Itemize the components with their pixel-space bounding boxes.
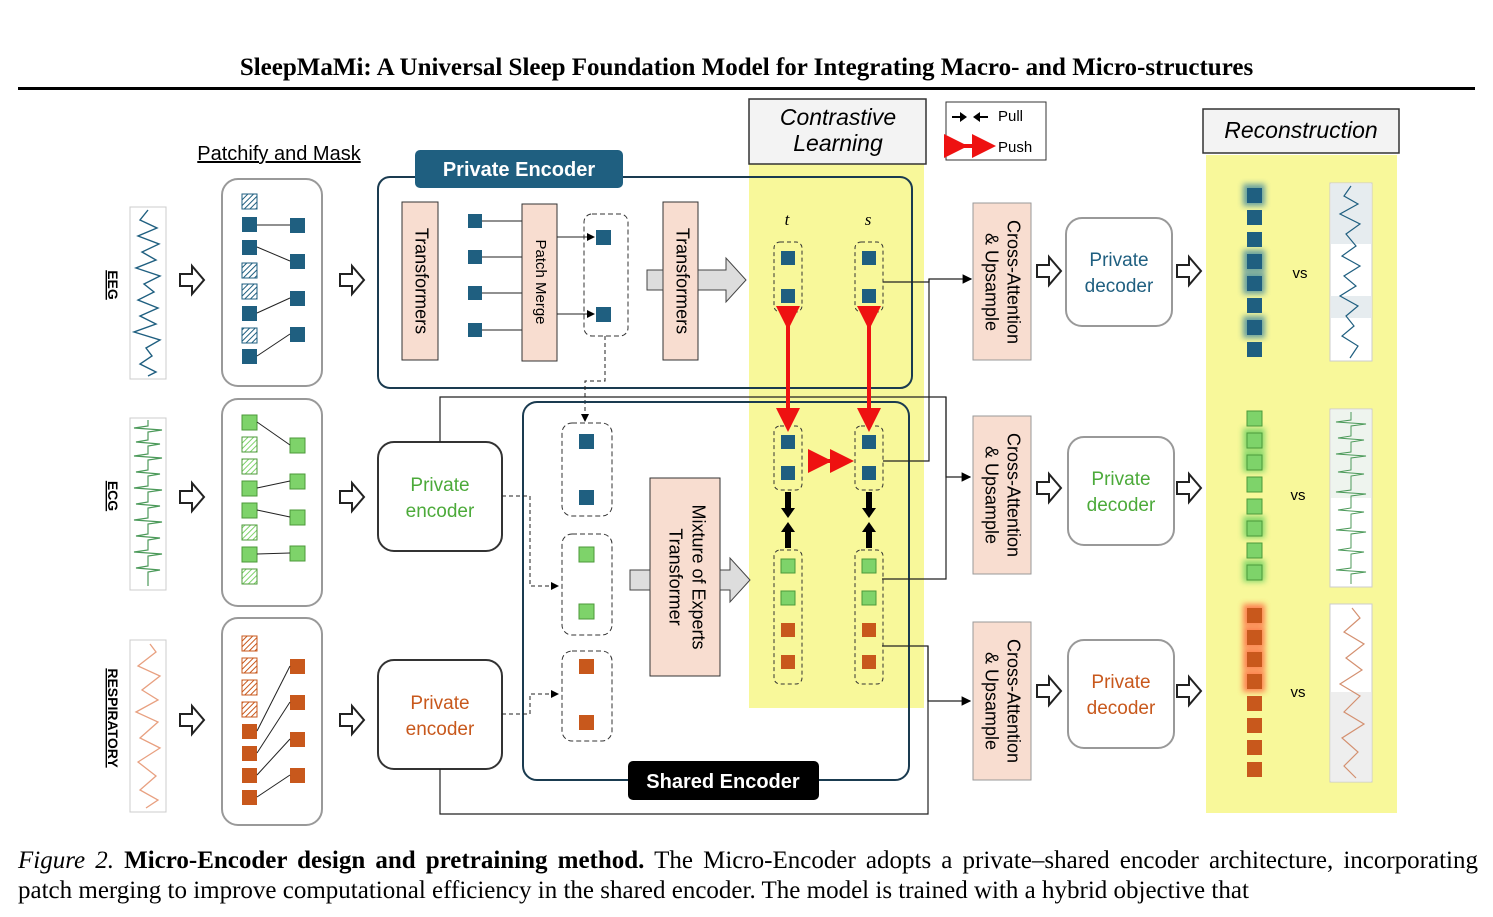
eeg-signal: [129, 206, 167, 380]
private-encoder-ecg-line1: Private: [410, 475, 469, 496]
contrastive-line2: Learning: [793, 130, 883, 156]
figure-caption: Figure 2. Micro-Encoder design and pretr…: [18, 846, 1478, 906]
modality-respiratory-label: RESPIRATORY: [105, 668, 121, 768]
moe-label-line2: Transformer: [665, 528, 685, 625]
hollow-arrows-output: [1036, 254, 1203, 708]
respiratory-signal: [129, 639, 167, 813]
caption-bold: Micro-Encoder design and pretraining met…: [124, 847, 645, 874]
vs-label-ecg: vs: [1291, 487, 1306, 504]
cross-attention-3-line2: & Upsample: [981, 652, 1001, 750]
private-encoder-title: Private Encoder: [443, 159, 596, 181]
patch-merge-label: Patch Merge: [532, 239, 549, 324]
skip-connections: [439, 274, 973, 815]
private-decoder-eeg-line2: decoder: [1085, 276, 1154, 297]
patch-box-ecg: [221, 398, 323, 607]
shared-encoder-title: Shared Encoder: [646, 771, 800, 793]
patchify-label: Patchify and Mask: [197, 143, 361, 165]
cross-attention-blocks: Cross-Attention & Upsample Cross-Attenti…: [972, 202, 1032, 781]
private-decoder-ecg-line2: decoder: [1087, 495, 1156, 516]
t-label: t: [785, 210, 791, 229]
private-decoder-respiratory: Private decoder: [1067, 639, 1175, 749]
caption-figure-number: Figure 2.: [18, 847, 114, 874]
recon-signal-eeg: [1329, 182, 1373, 362]
transformers-label-1: Transformers: [411, 228, 431, 334]
patch-box-eeg: [221, 178, 323, 387]
cross-attention-1-line1: Cross-Attention: [1003, 220, 1023, 344]
cross-attention-1-line2: & Upsample: [981, 233, 1001, 331]
private-decoder-eeg-line1: Private: [1089, 250, 1148, 271]
cross-attention-2-line1: Cross-Attention: [1003, 433, 1023, 557]
recon-signal-ecg: [1329, 408, 1373, 588]
private-decoder-resp-line2: decoder: [1087, 698, 1156, 719]
patch-box-respiratory: [221, 617, 323, 826]
legend-push: Push: [998, 139, 1032, 156]
vs-label-respiratory: vs: [1291, 684, 1306, 701]
private-decoder-resp-line1: Private: [1091, 672, 1150, 693]
reconstructed-tokens-ecg: [1243, 410, 1265, 582]
s-label: s: [865, 210, 872, 229]
shared-encoder-block: Shared Encoder Mixture of Experts Transf…: [522, 401, 910, 800]
private-encoder-resp-line1: Private: [410, 693, 469, 714]
legend-pull: Pull: [998, 108, 1023, 125]
vs-label-eeg: vs: [1293, 265, 1308, 282]
private-decoder-ecg: Private decoder: [1067, 436, 1175, 546]
contrastive-learning-label: Contrastive Learning: [748, 98, 927, 165]
private-encoder-resp-line2: encoder: [406, 719, 475, 740]
private-decoder-ecg-line1: Private: [1091, 469, 1150, 490]
private-decoder-eeg: Private decoder: [1065, 217, 1173, 327]
modality-ecg-label: ECG: [105, 481, 121, 511]
cross-attention-2-line2: & Upsample: [981, 446, 1001, 544]
ecg-signal: [129, 417, 167, 591]
contrastive-line1: Contrastive: [780, 104, 896, 130]
reconstruction-label: Reconstruction: [1202, 108, 1400, 154]
reconstruction-text: Reconstruction: [1224, 117, 1377, 143]
reconstructed-tokens-eeg: [1243, 184, 1265, 357]
paper-header-title: SleepMaMi: A Universal Sleep Foundation …: [239, 54, 1254, 81]
legend: Pull Push: [944, 101, 1047, 161]
caption-text: The Micro-Encoder adopts a private–share…: [18, 847, 1478, 904]
contrastive-tokens: t s: [773, 210, 884, 685]
moe-label-line1: Mixture of Experts: [688, 504, 708, 649]
transformers-label-2: Transformers: [672, 228, 692, 334]
private-encoder-block: Private Encoder Transformers Patch Merge…: [377, 150, 913, 389]
reconstructed-tokens-respiratory: [1243, 604, 1265, 777]
hollow-arrows-input: [179, 263, 366, 737]
modality-eeg-label: EEG: [105, 270, 121, 300]
contrastive-highlight: [749, 160, 924, 708]
private-encoder-ecg: Private encoder: [377, 441, 503, 552]
private-encoder-respiratory: Private encoder: [377, 659, 503, 770]
recon-signal-respiratory: [1329, 603, 1373, 783]
private-encoder-ecg-line2: encoder: [406, 501, 475, 522]
header-rule: [18, 87, 1475, 90]
cross-attention-3-line1: Cross-Attention: [1003, 639, 1023, 763]
